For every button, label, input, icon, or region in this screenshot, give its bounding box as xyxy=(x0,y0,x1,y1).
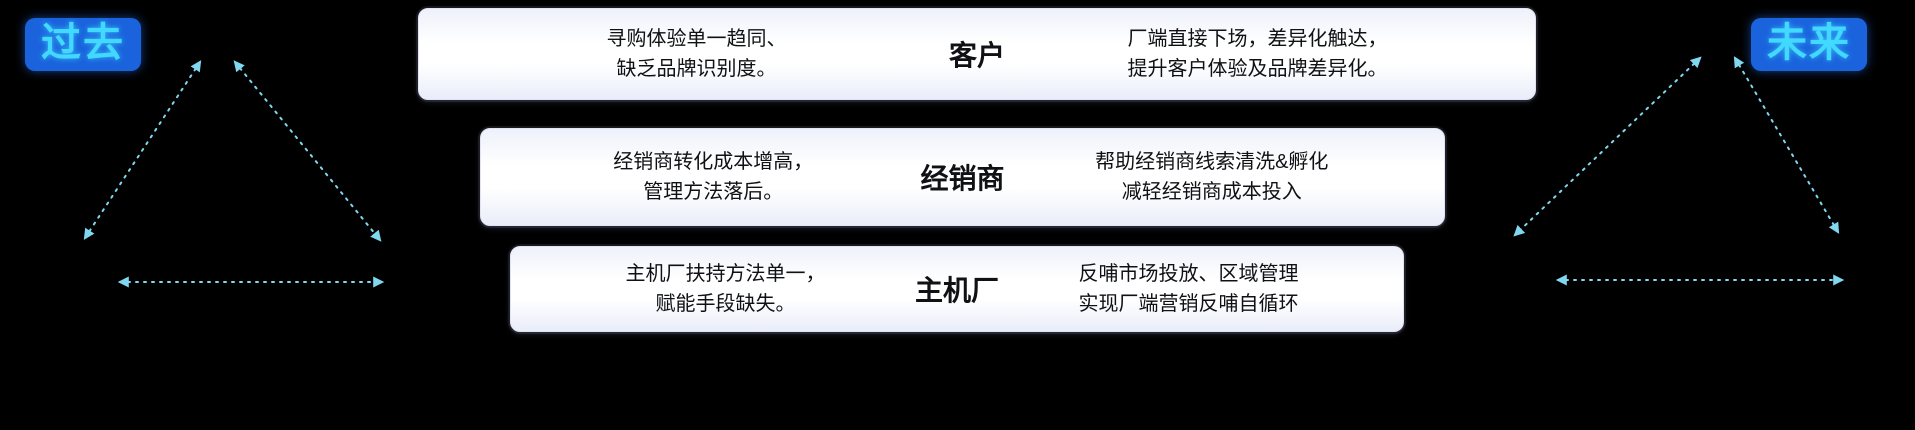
row-oem: 主机厂扶持方法单一， 赋能手段缺失。 主机厂 反哺市场投放、区域管理 实现厂端营… xyxy=(510,246,1404,332)
future-triangle xyxy=(1513,56,1845,286)
past-triangle-right-side xyxy=(233,60,382,242)
oem-past-text: 主机厂扶持方法单一， 赋能手段缺失。 xyxy=(625,263,826,315)
row-dealer: 经销商转化成本增高， 管理方法落后。 经销商 帮助经销商线索清洗&孵化 减轻经销… xyxy=(480,128,1445,226)
dealer-label: 经销商 xyxy=(920,163,1005,194)
past-triangle xyxy=(83,60,385,288)
customer-label: 客户 xyxy=(948,40,1005,71)
future-label: 未来 xyxy=(1751,18,1867,71)
row-customer: 寻购体验单一趋同、 缺乏品牌识别度。 客户 厂端直接下场，差异化触达， 提升客户… xyxy=(418,8,1536,100)
past-label: 过去 xyxy=(25,18,141,71)
dealer-future-text: 帮助经销商线索清洗&孵化 减轻经销商成本投入 xyxy=(1095,151,1329,203)
oem-future-text: 反哺市场投放、区域管理 实现厂端营销反哺自循环 xyxy=(1078,263,1299,315)
future-triangle-right-side xyxy=(1733,56,1840,234)
customer-future-text: 厂端直接下场，差异化触达， 提升客户体验及品牌差异化。 xyxy=(1127,28,1388,80)
oem-label: 主机厂 xyxy=(914,275,999,306)
past-triangle-left-side xyxy=(83,60,202,240)
customer-past-text: 寻购体验单一趋同、 缺乏品牌识别度。 xyxy=(606,28,787,80)
dealer-past-text: 经销商转化成本增高， 管理方法落后。 xyxy=(613,151,814,203)
future-triangle-left-side xyxy=(1513,56,1702,237)
